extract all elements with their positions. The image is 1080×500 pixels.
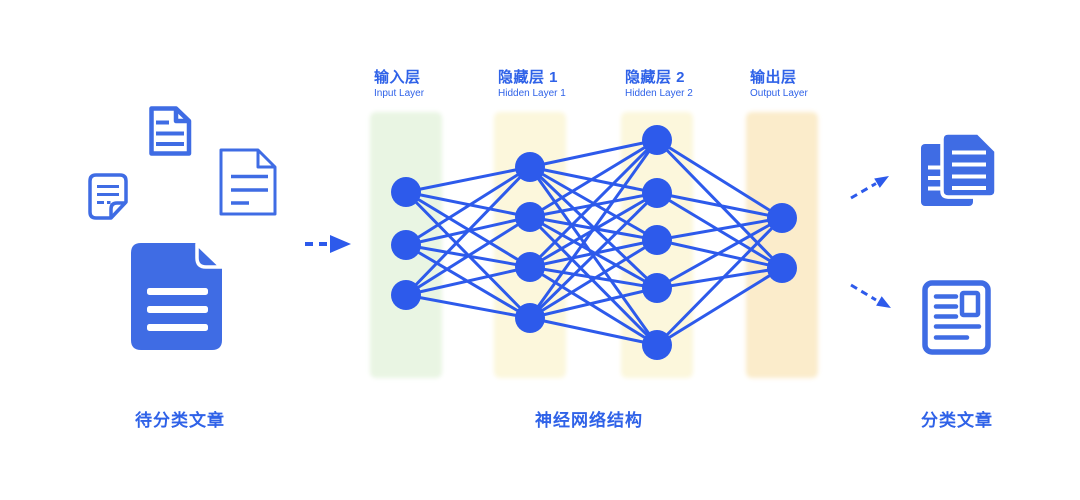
edge-hidden2-output [656,138,783,220]
neural-network [370,112,818,378]
layer-label-zh: 输出层 [750,69,797,86]
layer-label-zh: 输入层 [374,69,421,86]
node-hidden1-2 [515,202,545,232]
node-hidden2-4 [642,273,672,303]
caption-network-structure: 神经网络结构 [535,411,643,430]
node-input-2 [391,230,421,260]
edge-hidden1-hidden2 [529,238,658,320]
edge-hidden2-output [656,216,783,290]
node-hidden1-4 [515,303,545,333]
node-output-2 [767,253,797,283]
layer-label-output: 输出层 Output Layer [750,68,808,100]
edge-hidden2-output [656,266,783,290]
edge-hidden1-hidden2 [529,286,658,320]
note-outline-icon [88,173,128,220]
node-hidden1-3 [515,252,545,282]
edge-hidden1-hidden2 [528,191,659,320]
node-hidden2-2 [642,178,672,208]
edge-hidden1-hidden2 [529,265,658,347]
edge-hidden1-hidden2 [528,215,659,347]
layer-band-hidden1 [494,112,566,378]
document-outline-large-icon [219,148,277,216]
node-output-1 [767,203,797,233]
node-hidden1-1 [515,152,545,182]
caption-classified-articles: 分类文章 [921,411,993,430]
layer-label-en: Output Layer [750,88,808,99]
caption-pending-articles: 待分类文章 [135,411,225,430]
node-input-1 [391,177,421,207]
documents-copy-icon [921,131,998,206]
document-filled-icon [131,242,223,350]
layer-label-input: 输入层 Input Layer [374,68,424,100]
edge-hidden1-hidden2 [529,138,658,219]
edge-hidden2-output [656,216,783,242]
edge-input-hidden1 [405,165,531,194]
node-input-3 [391,280,421,310]
flow-arrow-down-right [850,283,891,308]
edge-hidden1-hidden2 [529,138,658,169]
layer-label-zh: 隐藏层 2 [625,69,686,86]
flow-arrow-right [305,235,351,253]
edge-input-hidden1 [405,265,531,297]
flow-arrow-up-right [850,176,889,200]
edge-input-hidden1 [404,165,532,297]
layer-label-zh: 隐藏层 1 [498,69,559,86]
article-icon [922,280,991,355]
layer-label-hidden1: 隐藏层 1 Hidden Layer 1 [498,68,566,100]
layer-label-en: Hidden Layer 1 [498,88,566,99]
edge-hidden2-output [655,216,784,347]
layer-label-en: Input Layer [374,88,425,99]
edge-input-hidden1 [405,165,531,247]
node-hidden2-1 [642,125,672,155]
node-hidden2-3 [642,225,672,255]
node-hidden2-5 [642,330,672,360]
edge-hidden1-hidden2 [528,138,659,269]
layer-band-output [746,112,818,378]
edge-input-hidden1 [405,293,531,320]
edge-hidden2-output [656,191,783,220]
edge-hidden2-output [656,266,783,347]
edge-hidden1-hidden2 [528,139,659,319]
layer-label-en: Hidden Layer 2 [625,88,693,99]
layer-label-hidden2: 隐藏层 2 Hidden Layer 2 [625,68,693,100]
edge-input-hidden1 [405,215,531,297]
edge-hidden1-hidden2 [529,316,658,347]
document-outline-icon [149,106,192,156]
